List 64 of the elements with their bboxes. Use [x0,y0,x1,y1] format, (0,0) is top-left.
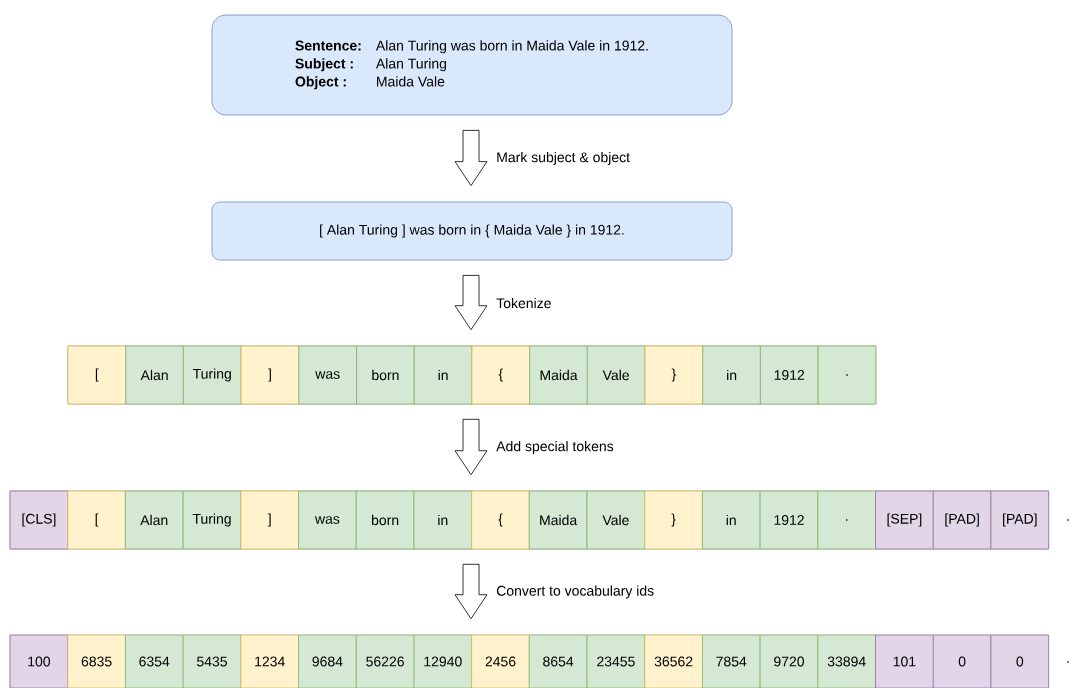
trailing-dot: . [1067,519,1069,521]
token-cell: was [298,490,357,550]
token-cell: in [413,345,473,405]
info-box: Sentence: Alan Turing was born in Maida Vale in 1912. Subject : Alan Turing Object : Maida Vale [211,14,733,116]
trailing-dot: . [1067,661,1069,663]
token-cell: ] [240,490,299,550]
token-cell: 12940 [413,634,473,688]
token-cell: Maida [528,490,588,550]
token-cell: 5435 [182,634,242,688]
token-cell: born [356,345,415,405]
token-cell: Alan [124,490,184,550]
token-cell: } [644,490,703,550]
token-cell: Turing [182,345,242,405]
token-cell: 23455 [586,634,646,688]
token-cell: 100 [9,634,69,688]
token-cell: Alan [125,345,184,405]
token-cell: [PAD] [932,490,992,550]
token-cell: 9684 [298,634,357,688]
token-cell: was [298,345,357,405]
token-cell: 6835 [67,634,126,688]
token-cell: Vale [586,345,646,405]
token-cell: born [355,490,415,550]
node-label: 9720 [774,656,805,667]
token-cell: 2456 [471,634,530,688]
token-cell: Turing [182,490,242,550]
token-cell: 1234 [240,634,299,688]
token-cell: . [817,345,877,405]
token-cell: Maida [529,345,588,405]
token-cell: { [471,345,531,405]
token-cell: 33894 [817,634,876,688]
sentence-box: [ Alan Turing ] was born in { Maida Vale } in 1912. [211,201,733,261]
token-cell: 101 [875,634,934,688]
token-cell: 6354 [124,634,184,688]
token-cell: in [413,490,473,550]
token-cell: in [702,345,761,405]
token-cell: 8654 [528,634,588,688]
token-cell: 7854 [701,634,761,688]
token-cell: 0 [990,634,1050,688]
edge-label: Mark subject & object [497,151,630,165]
token-cell: 56226 [355,634,415,688]
token-cell: [ [67,490,126,550]
token-cell: 9720 [759,634,819,688]
token-cell: [PAD] [990,490,1050,550]
token-cell: 1912 [759,345,819,405]
token-cell: in [701,490,761,550]
token-cell: 1912 [759,490,819,550]
token-cell: } [644,345,704,405]
token-cell: { [471,490,530,550]
edge-label: Tokenize [496,297,551,309]
token-cell: [CLS] [9,490,69,550]
node-label: 8654 [543,656,574,667]
token-cell: 0 [932,634,992,688]
token-cell: . [817,490,876,550]
token-cell: [SEP] [875,490,934,550]
block-arrow [454,418,488,476]
block-arrow [454,275,488,331]
token-cell: ] [240,345,300,405]
block-arrow [454,563,488,620]
edge-label: Convert to vocabulary ids [496,585,654,599]
token-cell: Vale [586,490,646,550]
edge-label: Add special tokens [496,441,614,455]
block-arrow [454,130,488,186]
token-cell: 36562 [644,634,703,688]
token-cell: [ [67,345,127,405]
